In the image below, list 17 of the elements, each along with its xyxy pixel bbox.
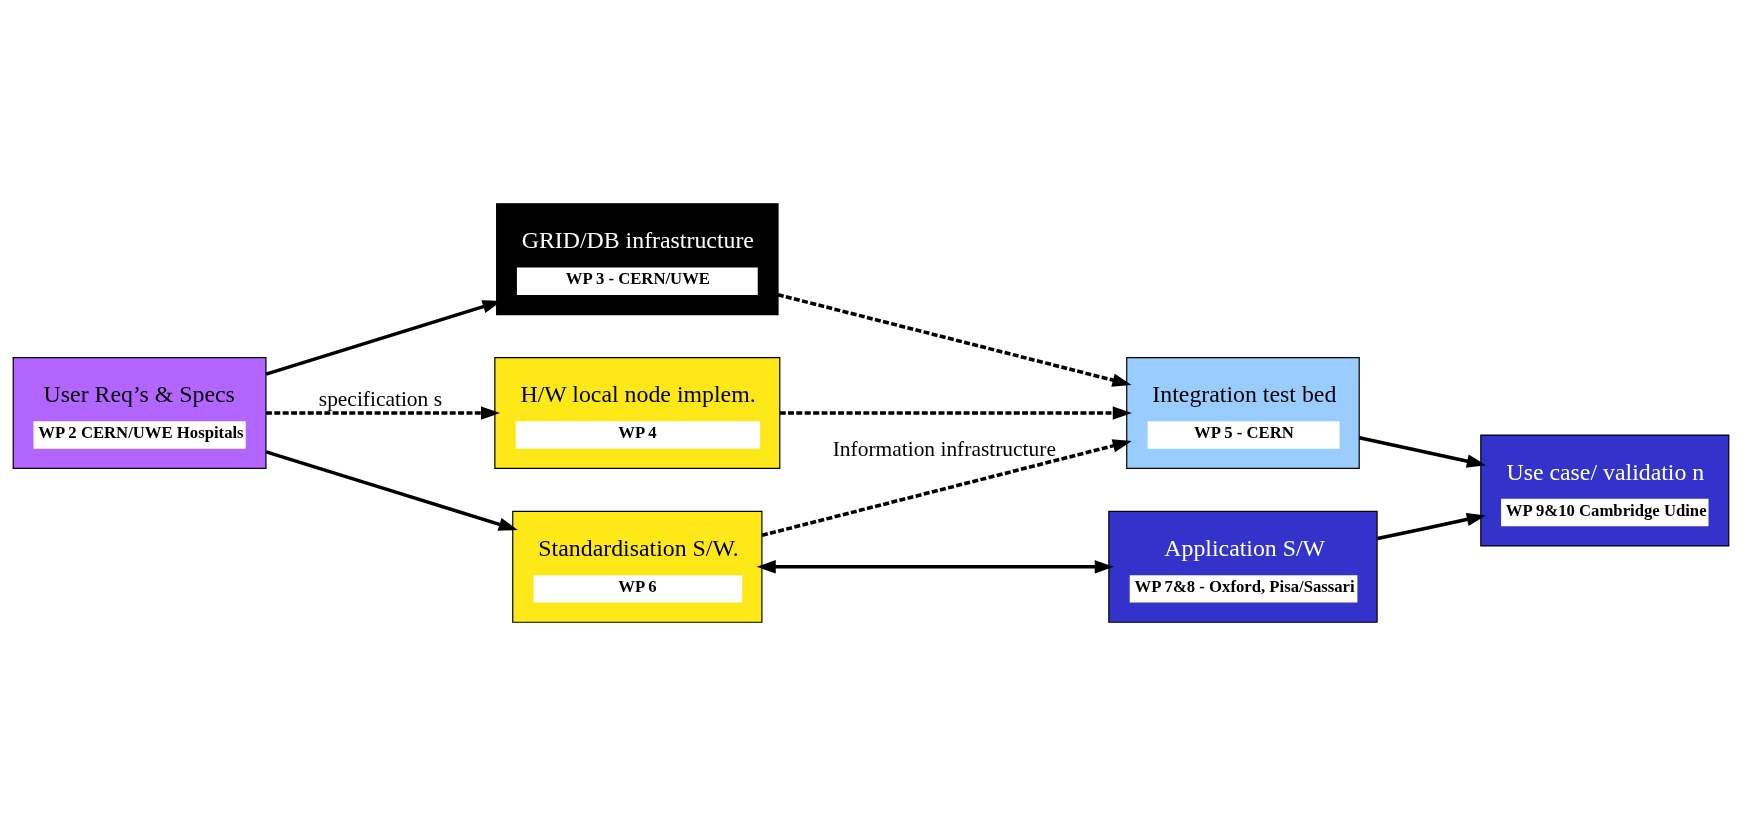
edge-label: Information infrastructure bbox=[832, 436, 1056, 461]
node-box: Integration test bed WP 5 - CERN bbox=[1126, 356, 1360, 469]
arrow bbox=[756, 559, 1114, 573]
arrow bbox=[1377, 512, 1486, 540]
arrow bbox=[265, 449, 518, 531]
node-box: Standardisation S/W. WP 6 bbox=[512, 510, 763, 623]
arrow bbox=[266, 405, 501, 420]
arrow bbox=[1359, 435, 1486, 468]
node-box: GRID/DB infrastructure WP 3 - CERN/UWE bbox=[496, 202, 779, 315]
arrow bbox=[777, 292, 1132, 387]
edge-label: specification s bbox=[318, 386, 443, 411]
arrow bbox=[761, 438, 1132, 537]
node-box: H/W local node implem. WP 4 bbox=[494, 356, 781, 469]
node-box: Application S/W WP 7&8 - Oxford, Pisa/Sassari bbox=[1108, 510, 1378, 623]
node-box: Use case/ validatio n WP 9&10 Cambridge Udine bbox=[1480, 433, 1730, 547]
arrow bbox=[779, 405, 1132, 420]
node-box: User Req’s & Specs WP 2 CERN/UWE Hospitals bbox=[12, 356, 267, 469]
